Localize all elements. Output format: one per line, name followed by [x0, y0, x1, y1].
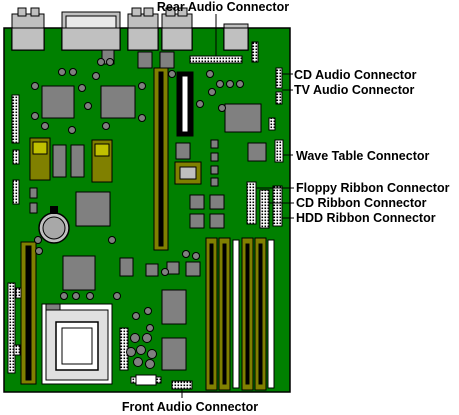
label-rear-audio-connector: Rear Audio Connector [157, 0, 289, 14]
wave-table-connector [275, 140, 283, 162]
label-wave-table-connector: Wave Table Connector [296, 149, 429, 163]
label-cd-ribbon-connector: CD Ribbon Connector [296, 196, 427, 210]
label-front-audio-connector: Front Audio Connector [122, 400, 258, 414]
tv-audio-connector [276, 92, 282, 104]
label-cd-audio-connector: CD Audio Connector [294, 68, 417, 82]
cd-ribbon-connector [260, 190, 269, 228]
label-hdd-ribbon-connector: HDD Ribbon Connector [296, 211, 436, 225]
cd-audio-connector [276, 68, 282, 88]
cpu-socket [42, 304, 112, 384]
front-audio-connector [172, 381, 192, 389]
label-floppy-ribbon-connector: Floppy Ribbon Connector [296, 181, 450, 195]
hdd-ribbon-connector [273, 186, 282, 226]
floppy-ribbon-connector [247, 182, 256, 224]
label-tv-audio-connector: TV Audio Connector [294, 83, 414, 97]
rear-audio-connector [190, 56, 242, 63]
